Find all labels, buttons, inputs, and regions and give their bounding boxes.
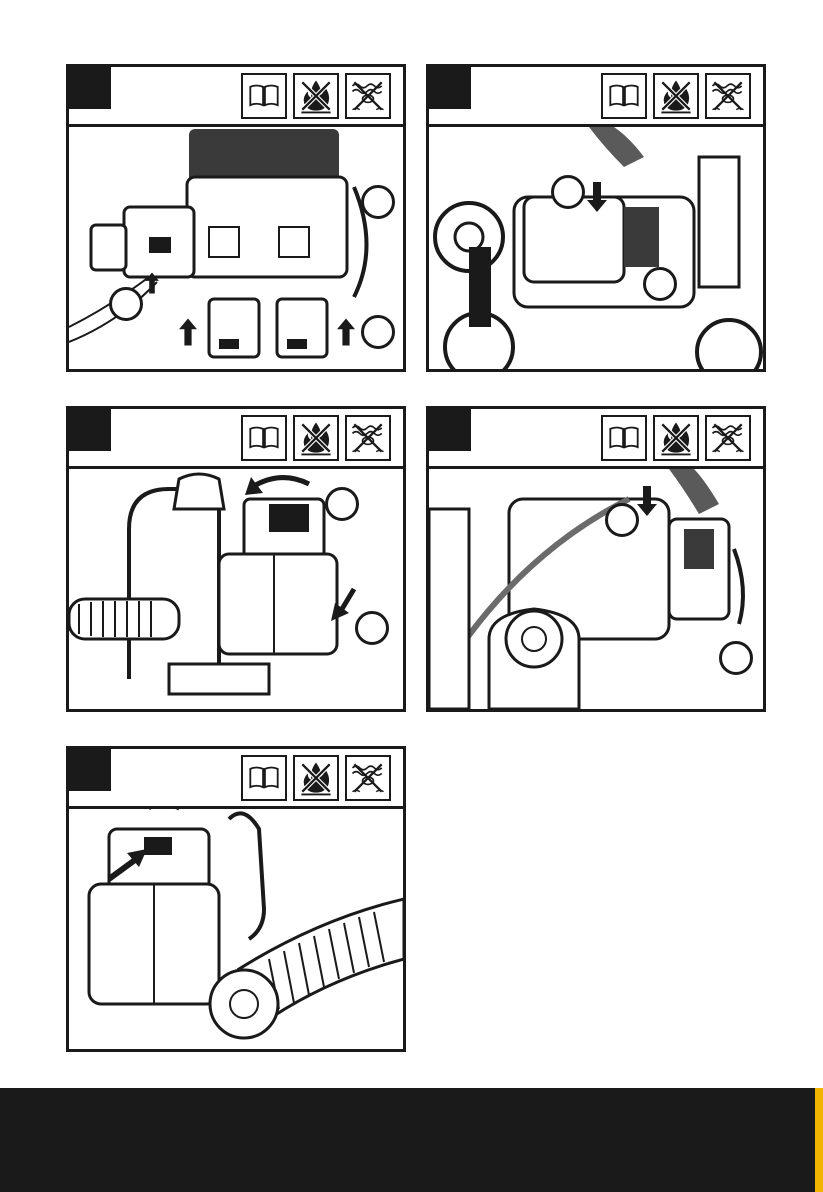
mower-closeup-drawing (429, 469, 763, 709)
callout-marker-2 (643, 267, 677, 301)
panel-header (429, 67, 763, 127)
no-fire-icon (293, 755, 339, 801)
callout-marker-2 (719, 641, 753, 675)
safety-icons (241, 415, 391, 463)
callout-marker-1 (551, 175, 585, 209)
footer-accent-stripe (815, 1088, 823, 1192)
manual-book-icon (241, 73, 287, 119)
panel-header (69, 67, 403, 127)
manual-book-icon (241, 755, 287, 801)
step-number-badge (69, 409, 111, 451)
step-number-badge (429, 409, 471, 451)
page-footer-band (0, 1088, 815, 1192)
step-panel-5 (66, 746, 406, 1052)
charger-drawing (69, 127, 403, 369)
panel-header (429, 409, 763, 469)
no-water-icon (345, 415, 391, 461)
illustration-charger-batteries (69, 127, 403, 369)
safety-icons (241, 755, 391, 803)
safety-icons (601, 73, 751, 121)
safety-icons (241, 73, 391, 121)
callout-marker-1 (361, 185, 395, 219)
step-panel-4 (426, 406, 766, 712)
no-water-icon (705, 73, 751, 119)
no-fire-icon (293, 415, 339, 461)
callout-marker-1 (605, 503, 639, 537)
callout-marker-2 (361, 315, 395, 349)
illustration-blower-battery-indicator (69, 809, 403, 1049)
step-number-badge (69, 749, 111, 791)
step-panel-1 (66, 64, 406, 372)
illustration-mower-battery-insert (429, 127, 763, 369)
step-panel-3 (66, 406, 406, 712)
safety-icons (601, 415, 751, 463)
manual-book-icon (241, 415, 287, 461)
illustration-mower-battery-lock (429, 469, 763, 709)
callout-marker-1 (325, 487, 359, 521)
no-water-icon (705, 415, 751, 461)
step-number-badge (69, 67, 111, 109)
illustration-blower-battery-remove (69, 469, 403, 709)
panel-header (69, 409, 403, 469)
step-number-badge (429, 67, 471, 109)
panel-header (69, 749, 403, 809)
step-panel-2 (426, 64, 766, 372)
manual-book-icon (601, 415, 647, 461)
no-fire-icon (293, 73, 339, 119)
no-fire-icon (653, 415, 699, 461)
callout-marker-3 (109, 287, 143, 321)
no-water-icon (345, 755, 391, 801)
no-water-icon (345, 73, 391, 119)
no-fire-icon (653, 73, 699, 119)
blower-back-drawing (69, 809, 403, 1049)
manual-book-icon (601, 73, 647, 119)
callout-marker-2 (355, 611, 389, 645)
mower-drawing (429, 127, 763, 369)
